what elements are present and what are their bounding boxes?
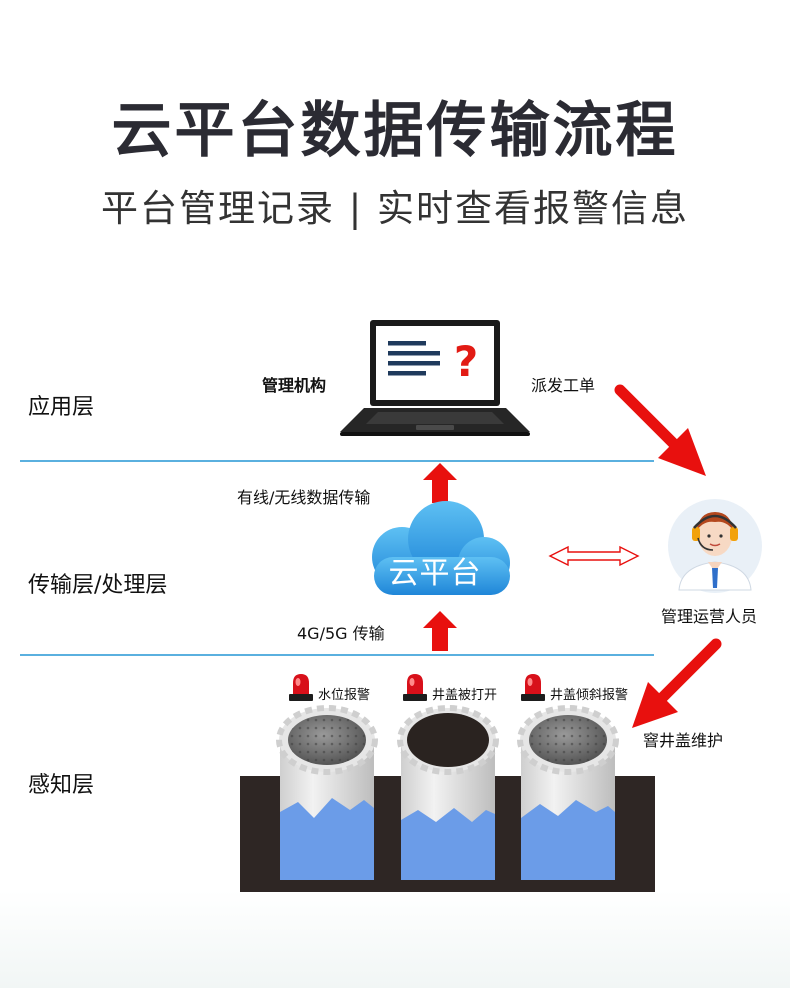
arrow-up-icon [423,463,457,503]
laptop-icon: ? [340,320,530,436]
svg-text:?: ? [454,337,478,386]
alarm-light-icon [403,674,427,701]
cloud-platform-label: 云平台 [388,556,482,591]
layer-label-application: 应用层 [28,395,95,420]
alarm-label-water-level: 水位报警 [318,688,371,703]
alarm-label-cover-tilted: 井盖倾斜报警 [550,688,629,703]
arrow-up-icon [423,611,457,651]
double-arrow-icon [548,545,640,567]
layer-label-transport: 传输层/处理层 [28,573,168,598]
label-dispatch-order: 派发工单 [531,376,596,395]
layer-divider-top [20,460,654,462]
operator-avatar-icon [668,499,762,593]
layer-divider-bottom [20,654,654,656]
layer-label-perception: 感知层 [28,773,95,798]
label-cellular-transfer: 4G/5G 传输 [297,624,385,643]
label-wireless-transfer: 有线/无线数据传输 [237,488,371,507]
manhole-well [276,705,378,880]
page-subtitle: 平台管理记录 | 实时查看报警信息 [101,187,689,230]
label-management-org: 管理机构 [262,376,327,395]
cloud-icon [372,501,510,595]
alarm-light-icon [289,674,313,701]
manhole-well [397,705,499,880]
bottom-background [0,890,790,988]
arrow-to-manholes-icon [632,638,722,728]
label-maintenance: 窨井盖维护 [643,731,724,750]
alarm-light-icon [521,674,545,701]
alarm-label-cover-opened: 井盖被打开 [432,688,498,703]
label-operator: 管理运营人员 [661,607,758,626]
manhole-well [517,705,619,880]
manhole-wells-diagram [240,705,655,892]
arrow-to-operator-icon [614,384,706,476]
page-title: 云平台数据传输流程 [111,96,679,166]
